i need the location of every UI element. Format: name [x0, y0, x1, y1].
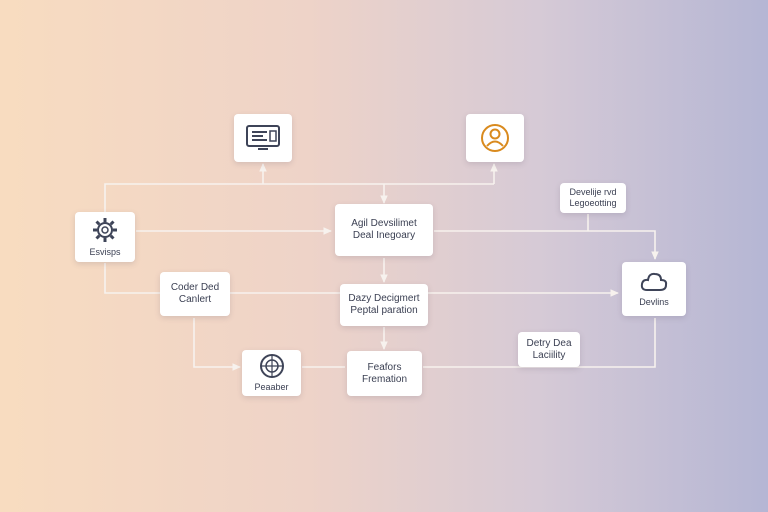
center-top-node[interactable]: Agil Devsilimet Deal Inegoary [335, 204, 433, 256]
center-top-line2: Deal Inegoary [352, 230, 416, 241]
bottom-right-note[interactable]: Detry Dea Laciility [518, 332, 580, 367]
monitor-node[interactable] [234, 114, 292, 162]
cloud-node-label: Devlins [639, 297, 669, 307]
bottom-center-line2: Fremation [361, 373, 407, 385]
center-mid-node[interactable]: Dazy Decigmert Peptal paration [340, 284, 428, 326]
top-right-note-line1: Develije rvd [569, 187, 617, 197]
center-mid-line1: Dazy Decigmert [348, 293, 420, 304]
user-node[interactable] [466, 114, 524, 162]
gear-icon [93, 218, 117, 242]
center-mid-line2: Peptal paration [350, 305, 418, 316]
connector-gear-to-cloud [104, 263, 619, 297]
gear-node[interactable]: Esvisps [75, 212, 135, 262]
cloud-node[interactable]: Devlins [622, 262, 686, 316]
center-left-line1: Coder Ded [170, 282, 220, 293]
top-right-note[interactable]: Develije rvd Legoeotting [560, 183, 626, 213]
gear-node-label: Esvisps [89, 247, 121, 257]
bottom-right-note-line1: Detry Dea [526, 337, 572, 349]
bottom-left-label: Peaaber [254, 382, 289, 392]
connector-bottom-center-to-cloud [423, 318, 656, 368]
bottom-center-node[interactable]: Feafors Fremation [347, 351, 422, 396]
user-icon [481, 124, 509, 152]
connector-top-bus [104, 183, 494, 212]
monitor-icon [246, 125, 280, 150]
center-top-line1: Agil Devsilimet [351, 218, 417, 229]
bottom-center-line1: Feafors [367, 361, 402, 373]
connector-center-top-to-cloud [434, 230, 659, 260]
cloud-icon [640, 272, 668, 291]
bottom-left-node[interactable]: Peaaber [242, 350, 301, 396]
center-left-node[interactable]: Coder Ded Canlert [160, 272, 230, 316]
globe-icon [259, 354, 284, 378]
bottom-right-note-line2: Laciility [532, 349, 566, 361]
top-right-note-line2: Legoeotting [569, 198, 617, 208]
connector-left-to-bottom-left [193, 318, 241, 371]
center-left-line2: Canlert [178, 294, 212, 305]
